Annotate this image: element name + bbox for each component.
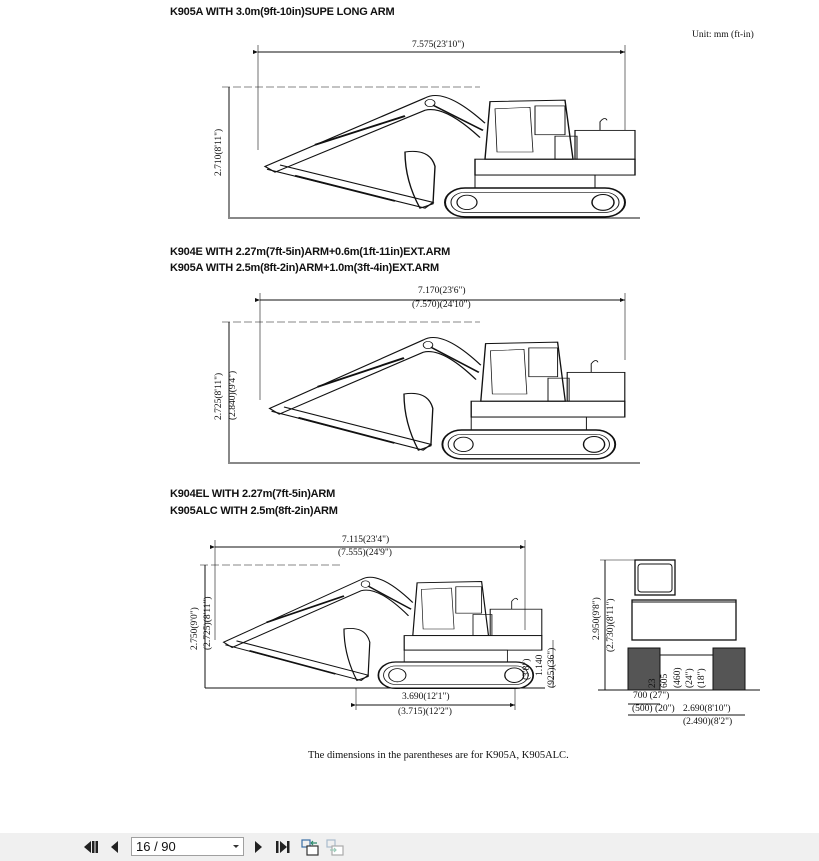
page-number-value: 16 / 90 bbox=[136, 839, 176, 854]
section3-height: 2.750(9'0") bbox=[190, 607, 200, 650]
last-page-icon bbox=[276, 841, 290, 853]
front-view bbox=[598, 559, 760, 716]
section3-cab-height-alt: (925)(36") bbox=[547, 647, 557, 688]
section3-length: 7.115(23'4") bbox=[342, 535, 390, 545]
fit-page-icon bbox=[301, 839, 319, 856]
section2-height: 2.725(8'11") bbox=[214, 372, 224, 420]
front-height: 2.950(9'8") bbox=[592, 597, 602, 640]
clearance-a: 23 bbox=[648, 678, 658, 689]
pdf-toolbar: 16 / 90 bbox=[0, 833, 819, 861]
section1-height: 2.710(8'11") bbox=[214, 128, 224, 176]
section3-title-line2: K905ALC WITH 2.5m(8ft-2in)ARM bbox=[170, 505, 338, 517]
fit-width-button[interactable] bbox=[326, 838, 344, 856]
clearance-d: (24") bbox=[685, 668, 695, 688]
next-page-icon bbox=[255, 841, 262, 853]
section3-title-line1: K904EL WITH 2.27m(7ft-5in)ARM bbox=[170, 488, 336, 500]
section3-cab-height: 1.140 bbox=[535, 654, 545, 676]
page-number-select[interactable]: 16 / 90 bbox=[131, 837, 244, 856]
clearance-b: 605 bbox=[660, 673, 670, 688]
section2-height-alt: (2.840)(9'4") bbox=[228, 370, 238, 420]
shoe-width-alt: (500) (20") bbox=[632, 704, 675, 714]
shoe-width: 700 (27") bbox=[633, 691, 670, 701]
section1-title: K905A WITH 3.0m(9ft-10in)SUPE LONG ARM bbox=[170, 6, 395, 18]
next-page-button[interactable] bbox=[249, 838, 267, 856]
section1-length: 7.575(23'10") bbox=[412, 40, 465, 50]
overall-width-alt: (2.490)(8'2") bbox=[683, 717, 733, 727]
first-page-button[interactable] bbox=[82, 838, 100, 856]
section3-track-length-alt: (3.715)(12'2") bbox=[398, 707, 452, 717]
prev-page-button[interactable] bbox=[106, 838, 124, 856]
clearance-e: (18") bbox=[697, 668, 707, 688]
section3-height-alt: (2.725)(8'11") bbox=[203, 596, 213, 650]
front-height-alt: (2.730)(8'11") bbox=[606, 598, 616, 652]
chevron-down-icon bbox=[233, 845, 239, 848]
unit-note: Unit: mm (ft-in) bbox=[692, 30, 754, 40]
section2-title-line1: K904E WITH 2.27m(7ft-5in)ARM+0.6m(1ft-11… bbox=[170, 246, 451, 258]
section2-length-alt: (7.570)(24'10") bbox=[412, 300, 471, 310]
first-page-icon bbox=[84, 841, 98, 853]
section2-title-line2: K905A WITH 2.5m(8ft-2in)ARM+1.0m(3ft-4in… bbox=[170, 262, 439, 274]
section3-length-alt: (7.555)(24'9") bbox=[338, 548, 392, 558]
last-page-button[interactable] bbox=[274, 838, 292, 856]
fit-page-button[interactable] bbox=[301, 838, 319, 856]
section2-length: 7.170(23'6") bbox=[418, 286, 466, 296]
section3-cab-height-ft: (3'8") bbox=[522, 658, 532, 680]
clearance-c: (460) bbox=[673, 667, 683, 688]
document-page: Unit: mm (ft-in) K905A WITH 3.0m(9ft-10i… bbox=[170, 6, 760, 761]
section3-track-length: 3.690(12'1") bbox=[402, 692, 450, 702]
prev-page-icon bbox=[111, 841, 118, 853]
excavator-drawings bbox=[200, 45, 760, 716]
overall-width: 2.690(8'10") bbox=[683, 704, 731, 714]
footnote: The dimensions in the parentheses are fo… bbox=[308, 750, 569, 761]
fit-width-icon bbox=[326, 839, 344, 856]
